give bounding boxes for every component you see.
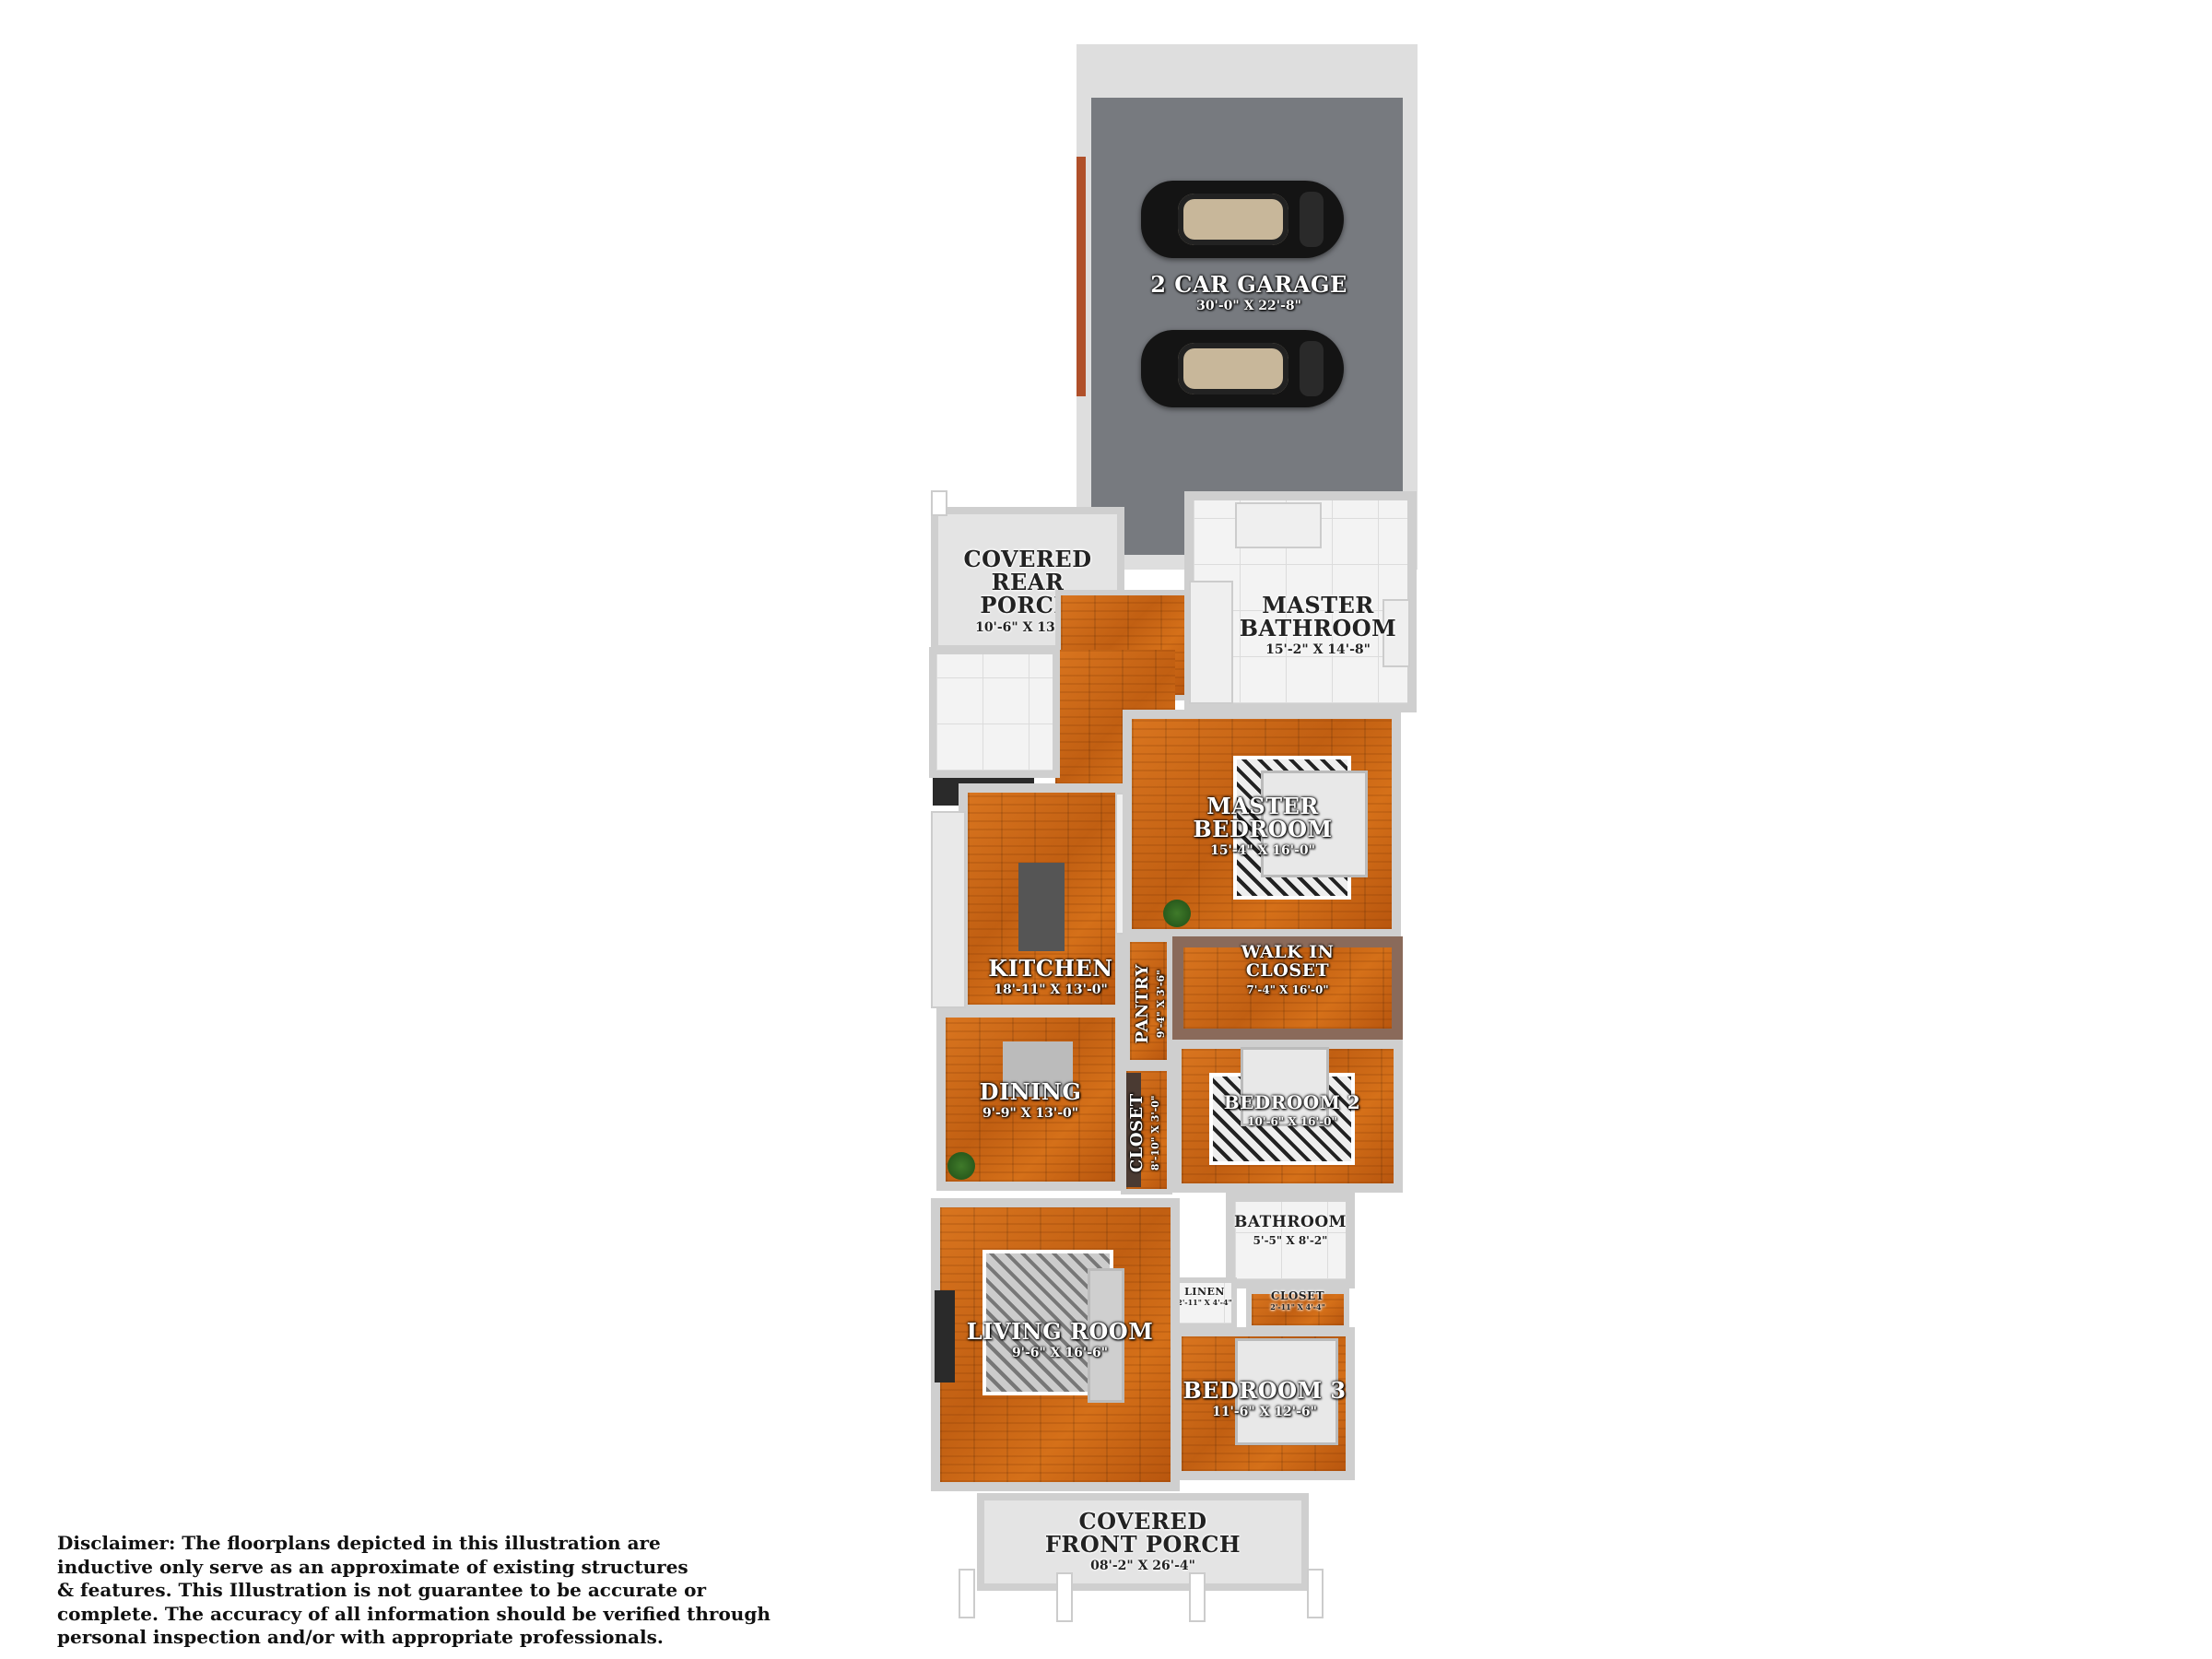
- bathroom-dim: 5'-5" X 8'-2": [1253, 1233, 1328, 1247]
- pantry-name: PANTRY: [1132, 964, 1152, 1044]
- disclaimer-line-3: & features. This Illustration is not gua…: [57, 1579, 706, 1601]
- dining-dim: 9'-9" X 13'-0": [982, 1106, 1079, 1122]
- kitchen-name: KITCHEN: [988, 955, 1113, 982]
- kitchen-island: [1018, 863, 1065, 951]
- pantry-label: PANTRY 9'-4" X 3'-6": [1132, 939, 1167, 1068]
- pantry-dim: 9'-4" X 3'-6": [1154, 970, 1167, 1039]
- master-bathroom-name-2: BATHROOM: [1239, 615, 1397, 642]
- master-shower: [1189, 581, 1233, 704]
- bedroom-3-label: BEDROOM 3 11'-6" X 12'-6": [1182, 1379, 1347, 1419]
- walk-in-closet-name-2: CLOSET: [1245, 959, 1330, 981]
- front-porch-label: COVERED FRONT PORCH 08'-2" X 26'-4": [1032, 1510, 1253, 1573]
- master-bedroom-plant: [1163, 900, 1191, 927]
- garage-label: 2 CAR GARAGE 30'-0" X 22'-8": [1134, 273, 1364, 313]
- living-room-label: LIVING ROOM 9'-6" X 16'-6": [959, 1320, 1161, 1360]
- master-bathroom-dim: 15'-2" X 14'-8": [1265, 642, 1371, 658]
- closet-small-dim: 2'-11" X 4'-4": [1270, 1301, 1325, 1312]
- bathroom-name: BATHROOM: [1234, 1213, 1347, 1231]
- rear-porch-post: [931, 490, 947, 516]
- closet-small-label: CLOSET 2'-11" X 4'-4": [1246, 1290, 1349, 1311]
- closet-small-name: CLOSET: [1270, 1289, 1325, 1302]
- disclaimer-line-4: complete. The accuracy of all informatio…: [57, 1602, 771, 1625]
- disclaimer-line-2: inductive only serve as an approximate o…: [57, 1555, 688, 1578]
- front-porch-name-2: FRONT PORCH: [1044, 1531, 1241, 1559]
- kitchen-left-counter: [931, 811, 966, 1008]
- living-room-sofa: [1088, 1268, 1124, 1403]
- rear-porch-label: COVERED REAR PORCH 10'-6" X 13'-4": [940, 547, 1115, 634]
- master-bedroom-label: MASTER BEDROOM 15'-4" X 16'-0": [1189, 794, 1336, 858]
- front-porch-post-1: [959, 1569, 975, 1618]
- master-bedroom-name-1: MASTER: [1206, 793, 1319, 819]
- pantry-room: [1124, 936, 1172, 1065]
- linen-dim: 2'-11" X 4'-4": [1177, 1297, 1232, 1307]
- linen-name: LINEN: [1184, 1286, 1225, 1298]
- kitchen-label: KITCHEN 18'-11" X 13'-0": [977, 957, 1124, 997]
- rear-porch-name-1: COVERED: [963, 546, 1092, 572]
- front-porch-room: [977, 1493, 1309, 1591]
- master-bedroom-dim: 15'-4" X 16'-0": [1210, 843, 1315, 859]
- garage-dim: 30'-0" X 22'-8": [1196, 299, 1301, 314]
- dining-table: [1003, 1041, 1073, 1097]
- front-porch-name-1: COVERED: [1078, 1508, 1207, 1535]
- kitchen-counter-block: [929, 647, 1060, 778]
- front-porch-post-3: [1189, 1572, 1206, 1622]
- dining-plant: [947, 1152, 975, 1180]
- living-room-dim: 9'-6" X 16'-6": [1011, 1346, 1109, 1361]
- closet-rod: [1126, 1073, 1141, 1187]
- bedroom-2-label: BEDROOM 2 10'-6" X 16'-0": [1218, 1093, 1366, 1128]
- front-porch-dim: 08'-2" X 26'-4": [1090, 1559, 1195, 1574]
- kitchen-dim: 18'-11" X 13'-0": [994, 982, 1108, 998]
- front-porch-post-4: [1307, 1569, 1324, 1618]
- master-tub: [1235, 502, 1322, 548]
- master-bathroom-label: MASTER BATHROOM 15'-2" X 14'-8": [1235, 594, 1401, 657]
- master-bedroom-name-2: BEDROOM: [1193, 816, 1333, 843]
- disclaimer-line-1: Disclaimer: The floorplans depicted in t…: [57, 1532, 661, 1554]
- walk-in-closet-room: [1172, 936, 1403, 1040]
- walk-in-closet-dim: 7'-4" X 16'-0": [1246, 982, 1329, 996]
- bedroom-2-name: BEDROOM 2: [1223, 1091, 1361, 1113]
- master-bathroom-name-1: MASTER: [1262, 592, 1374, 618]
- closet-label: CLOSET 8'-10" X 3'-0": [1126, 1068, 1161, 1197]
- master-bed: [1261, 771, 1368, 877]
- closet-dim: 8'-10" X 3'-0": [1148, 1095, 1161, 1171]
- front-porch-post-2: [1056, 1572, 1073, 1622]
- garage-room: [1077, 44, 1418, 570]
- linen-label: LINEN 2'-11" X 4'-4": [1172, 1287, 1237, 1306]
- dining-name: DINING: [979, 1078, 1082, 1105]
- bedroom-3-bed: [1235, 1338, 1338, 1445]
- closet-name: CLOSET: [1126, 1093, 1147, 1173]
- bathroom-room: [1226, 1193, 1355, 1288]
- garage-name: 2 CAR GARAGE: [1150, 271, 1347, 298]
- bedroom-3-name: BEDROOM 3: [1182, 1377, 1347, 1404]
- walk-in-closet-label: WALK IN CLOSET 7'-4" X 16'-0": [1209, 942, 1366, 996]
- car-bottom: [1141, 330, 1344, 407]
- disclaimer-text: Disclaimer: The floorplans depicted in t…: [57, 1532, 776, 1650]
- dining-label: DINING 9'-9" X 13'-0": [957, 1080, 1104, 1121]
- walk-in-closet-name-1: WALK IN: [1241, 942, 1335, 962]
- bedroom-3-dim: 11'-6" X 12'-6": [1212, 1405, 1317, 1420]
- bedroom-2-dim: 10'-6" X 16'-0": [1247, 1115, 1337, 1128]
- living-room-name: LIVING ROOM: [966, 1318, 1154, 1345]
- disclaimer-line-5: personal inspection and/or with appropri…: [57, 1626, 664, 1648]
- master-vanity: [1382, 599, 1410, 667]
- fireplace: [935, 1290, 955, 1382]
- rear-porch-dim: 10'-6" X 13'-4": [975, 619, 1080, 635]
- garage-door-trim: [1077, 157, 1086, 396]
- bathroom-label: BATHROOM 5'-5" X 8'-2": [1226, 1213, 1355, 1247]
- car-top: [1141, 181, 1344, 258]
- bedroom-2-bed: [1241, 1047, 1329, 1126]
